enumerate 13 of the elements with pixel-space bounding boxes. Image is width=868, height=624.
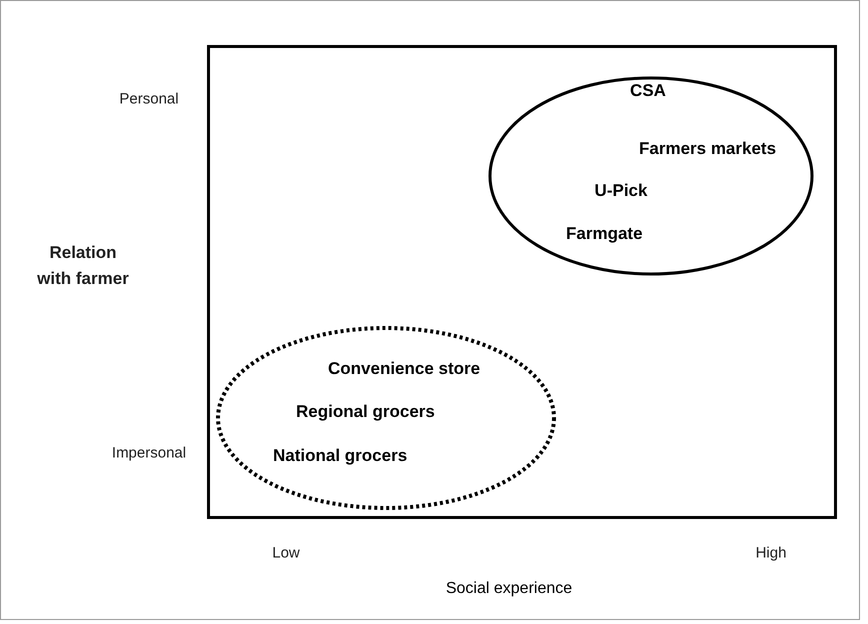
category-label: Farmers markets [639,139,776,159]
axis-tick-label: High [756,544,786,562]
axis-tick-label: Low [272,544,300,562]
category-label: U-Pick [594,181,648,201]
axis-tick-label: Impersonal [112,444,186,462]
category-label: National grocers [273,446,408,466]
category-label: Convenience store [328,359,480,379]
category-label: CSA [630,81,666,101]
axis-tick-label: Personal [119,90,179,108]
category-label: Farmgate [566,224,643,244]
axis-title: Social experience [446,580,572,598]
axis-title: Relation with farmer [36,242,130,290]
category-label: Regional grocers [296,402,435,422]
